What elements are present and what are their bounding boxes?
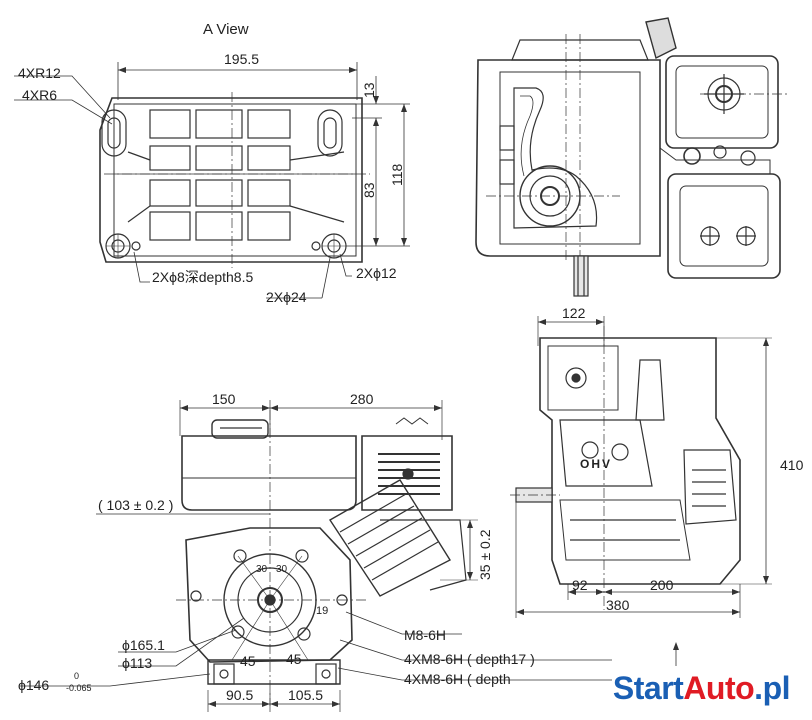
angle-30a-label: 30: [256, 564, 268, 575]
watermark-part-pl: .pl: [754, 670, 790, 706]
dim-150-label: 150: [212, 391, 236, 407]
corner-radius-outer-label: 4XR12: [18, 65, 61, 81]
dim-103-label: ( 103 ± 0.2 ): [98, 497, 174, 513]
dim-122-label: 122: [562, 305, 586, 321]
dim-90-5-label: 90.5: [226, 687, 254, 703]
angle-45b-label: 45: [286, 651, 302, 667]
corner-radius-inner-label: 4XR6: [22, 87, 58, 103]
thread-4x-depth17-label: 4XM8-6H ( depth17 ): [404, 651, 535, 667]
thread-m8-label: M8-6H: [404, 627, 447, 643]
dim-195-5-label: 195.5: [224, 51, 260, 67]
dim-200-label: 200: [650, 577, 674, 593]
engine-badge: OHV: [580, 457, 613, 471]
dim-92-label: 92: [572, 577, 588, 593]
dim-280-label: 280: [350, 391, 374, 407]
angle-30b-label: 30: [276, 564, 288, 575]
front-view-drawing: [20, 400, 612, 712]
dia-165-label: ϕ165.1: [122, 637, 165, 653]
dia-113-label: ϕ113: [122, 655, 153, 671]
pin-hole-label: 2Xϕ8深depth8.5: [152, 269, 254, 285]
dia-146-tol-lower: -0.065: [66, 683, 92, 693]
watermark-part-start: Start: [612, 670, 684, 706]
a-view-title: A View: [203, 21, 249, 38]
watermark-logo: StartAuto.pl: [612, 670, 791, 707]
dim-105-5-label: 105.5: [288, 687, 324, 703]
dim-35-label: 35 ± 0.2: [477, 529, 493, 581]
angle-45a-label: 45: [240, 653, 256, 669]
watermark-part-auto: Auto: [683, 670, 755, 706]
dim-19-label: 19: [316, 605, 329, 617]
dim-380-label: 380: [606, 597, 630, 613]
dia-146-label: ϕ146: [18, 677, 50, 693]
a-view-drawing: [14, 62, 410, 299]
dia-146-tol-upper: 0: [74, 671, 80, 681]
dim-410-label: 410: [780, 457, 804, 473]
hole-12-label: 2Xϕ12: [356, 265, 397, 281]
dim-83-label: 83: [361, 182, 377, 198]
thread-4x-depth-label: 4XM8-6H ( depth: [404, 671, 511, 687]
dim-13-label: 13: [361, 82, 377, 98]
dim-118-label: 118: [389, 163, 405, 186]
top-view-drawing: [475, 17, 790, 297]
hole-24-label: 2Xϕ24: [266, 289, 307, 305]
side-view-drawing: [510, 316, 772, 666]
